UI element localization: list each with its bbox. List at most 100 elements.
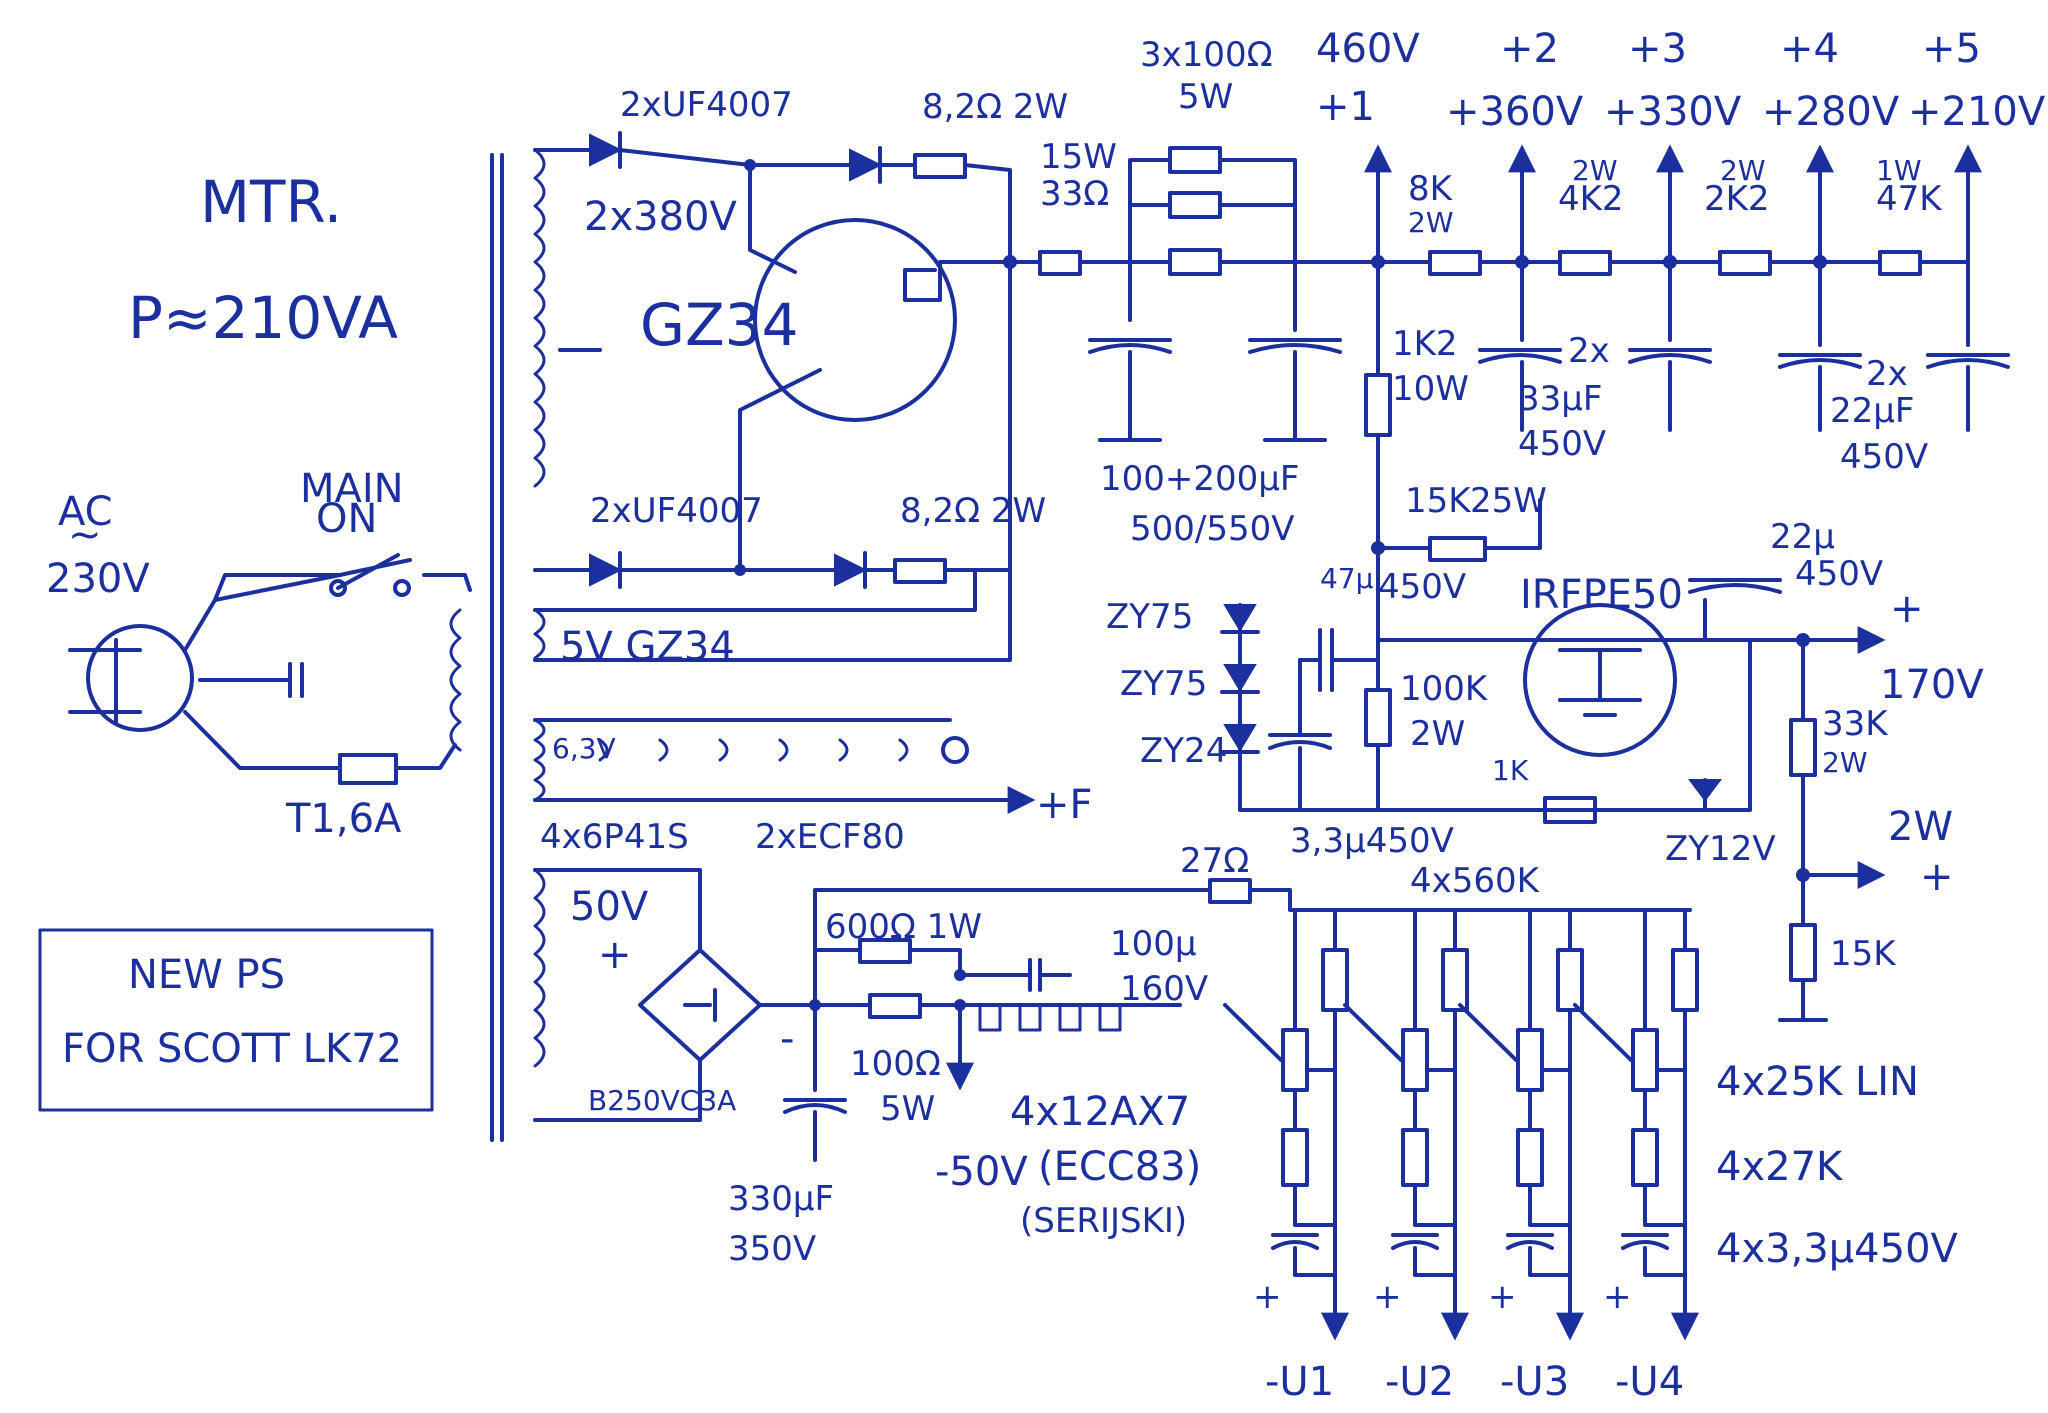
title-line-2: FOR SCOTT LK72 (62, 1026, 402, 1072)
output-170-plus: + (1890, 586, 1924, 632)
cap-3u3-3-icon (1506, 1233, 1554, 1250)
res-15k-label: 15K (1405, 481, 1472, 521)
transformer-label: MTR. (200, 168, 342, 236)
12ax7-filaments-icon (978, 1003, 1122, 1032)
res-560k-3-icon (1556, 948, 1584, 1012)
res-2k2-label: 2K2 (1704, 179, 1770, 219)
res-3x100-label: 3x100Ω (1140, 35, 1273, 75)
res-47k-power: 1W (1876, 154, 1922, 187)
bridge-label: B250VC3A (588, 1084, 736, 1117)
diode-bottom-2-icon (834, 553, 868, 587)
res-27k-4-icon (1631, 1128, 1659, 1187)
pot-wiper-2-icon (1343, 1003, 1403, 1062)
title-line-1: NEW PS (128, 952, 285, 998)
zener-2-label: ZY75 (1120, 664, 1207, 704)
heater-filaments-icon (598, 738, 909, 762)
res-560k-4-icon (1671, 948, 1699, 1012)
b-plus-rails: 460V +1 8K 2W +2 +360V 4K2 2W +3 +330V 2… (1316, 26, 2046, 477)
5v-winding-icon (533, 608, 546, 660)
res-15k-icon (1428, 536, 1487, 562)
res-8k-icon (1428, 250, 1482, 276)
res-100-b-icon (1168, 191, 1222, 219)
pot-25k-3-icon (1516, 1028, 1544, 1092)
res-4k2-power: 2W (1572, 154, 1618, 187)
tubes-12ax7-label: 4x12AX7 (1010, 1089, 1190, 1135)
pot-wiper-1-icon (1223, 1003, 1283, 1062)
tubes-series-label: (SERIJSKI) (1020, 1201, 1187, 1241)
power-transformer (449, 148, 602, 1142)
res-top-label: 8,2Ω 2W (922, 87, 1068, 127)
mains-input: AC ~ 230V MAIN ON T1,6A (46, 466, 472, 842)
zener-3-icon (1223, 724, 1257, 752)
rail-2-tag: +2 (1500, 26, 1559, 72)
res-100-bias-icon (868, 993, 922, 1019)
diode-top-2-icon (849, 148, 883, 182)
cap-rail-5-icon (1926, 260, 2010, 432)
res-47k-icon (1878, 250, 1922, 276)
bias-plus-label: + (598, 932, 632, 978)
heater-tubes-b-label: 2xECF80 (755, 817, 905, 857)
res-2k2-icon (1718, 250, 1772, 276)
rail-5-tag: +5 (1922, 26, 1981, 72)
mains-plug-icon (86, 624, 194, 732)
rail-1-voltage: 460V (1316, 26, 1420, 72)
pot-wiper-3-icon (1458, 1003, 1518, 1062)
res-100-bias-power: 5W (880, 1089, 935, 1129)
pilot-lamp-icon (941, 736, 969, 764)
res-560k-label: 4x560K (1410, 861, 1541, 901)
res-100-bias-label: 100Ω (850, 1044, 941, 1084)
res-4k2-icon (1558, 250, 1612, 276)
cap-3u3-4-icon (1621, 1233, 1669, 1250)
heater-tubes-a-label: 4x6P41S (540, 817, 689, 857)
zener-1-icon (1223, 604, 1257, 632)
tubes-ecc83-label: (ECC83) (1038, 1144, 1201, 1190)
res-1k-label: 1K (1492, 754, 1529, 787)
caps-right-count: 2x (1866, 354, 1908, 394)
earth-cap-icon (198, 662, 304, 698)
res-5w-label: 5W (1178, 77, 1233, 117)
power-rating-label: P≈210VA (128, 284, 398, 352)
res-100k-icon (1364, 688, 1392, 747)
fuse-icon (338, 753, 398, 785)
hv-filter: 15W 33Ω 3x100Ω 5W 100+200µF 500/550V (1003, 35, 1380, 549)
cap-47-rating: 450V (1378, 567, 1466, 607)
rail-2-voltage: +360V (1446, 89, 1584, 135)
primary-winding-icon (449, 608, 462, 752)
title-box (38, 928, 434, 1112)
res-27k-3-icon (1516, 1128, 1544, 1187)
res-100k-power: 2W (1410, 714, 1465, 754)
hv-regulator: 1K2 10W 15K 25W ZY75 ZY75 ZY24 47µ 450V … (1106, 260, 1984, 1022)
res-560k-2-icon (1441, 948, 1469, 1012)
res-27k-1-icon (1281, 1128, 1309, 1187)
cap-rail-3-icon (1628, 260, 1712, 432)
res-15k-low-icon (1789, 923, 1817, 982)
res-27-label: 27Ω (1180, 841, 1249, 881)
cap-rail-2-icon (1478, 260, 1562, 432)
bias-cap-4-plus: + (1603, 1277, 1632, 1317)
cap-200-icon (1248, 260, 1342, 354)
gz34-tube-icon (753, 218, 957, 422)
caps-label: 100+200µF (1100, 459, 1299, 499)
res-1k2-label: 1K2 (1392, 324, 1458, 364)
res-27k-label: 4x27K (1716, 1144, 1844, 1190)
cap-33-icon (1268, 658, 1332, 812)
res-100-c-icon (1168, 248, 1222, 276)
zener-4-label: ZY12V (1665, 829, 1776, 869)
pot-25k-1-icon (1281, 1028, 1309, 1092)
cap-33-label: 3,3µ450V (1290, 821, 1454, 861)
caps-left-count: 2x (1568, 331, 1610, 371)
gz34-label: GZ34 (640, 291, 798, 359)
bridge-rectifier-icon (638, 948, 762, 1062)
diode-bottom-1-icon (589, 553, 623, 587)
res-15k-power: 25W (1470, 481, 1547, 521)
zener-1-label: ZY75 (1106, 597, 1193, 637)
caps-left-value: 33µF (1518, 379, 1602, 419)
caps-right-value: 22µF (1830, 391, 1914, 431)
output-170-voltage: 170V (1880, 662, 1984, 708)
res-2k2-power: 2W (1720, 154, 1766, 187)
res-600-label: 600Ω 1W (825, 907, 982, 947)
res-top-icon (913, 153, 967, 179)
res-8k-power: 2W (1408, 206, 1454, 239)
